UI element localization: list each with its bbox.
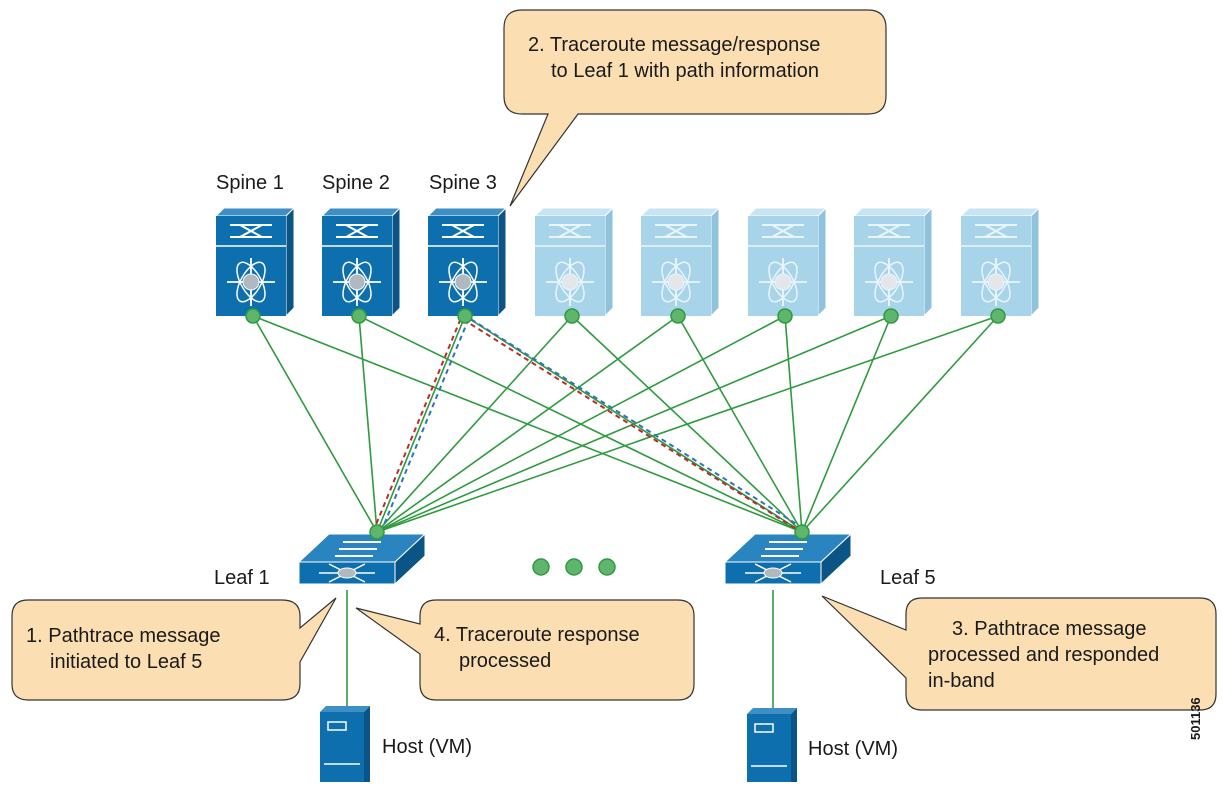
link-spine-2-leaf-1 [358, 315, 378, 533]
spine-1-label: Spine 1 [216, 172, 284, 194]
link-spine-5-leaf-1 [376, 315, 679, 533]
link-spine-1-leaf-1 [252, 315, 378, 533]
callout-step-1-line-1: 1. Pathtrace message [26, 625, 221, 647]
callout-step-1-line-2: initiated to Leaf 5 [50, 651, 203, 673]
spine-1-switch-icon [214, 206, 296, 318]
callout-bubble-step-2 [503, 9, 887, 207]
three-dots-icon [532, 558, 616, 576]
spine-5-switch-icon [639, 206, 721, 318]
leaf-1-switch-icon [297, 532, 427, 586]
trace-path-blue [380, 316, 807, 533]
callout-step-4-line-1: 4. Traceroute response [434, 624, 640, 646]
link-spine-5-leaf-5 [677, 315, 803, 533]
host-2-server-icon [747, 708, 797, 787]
leaf-1-port-dot [369, 524, 385, 540]
callout-bubble-step-4 [355, 599, 695, 701]
link-spine-3-leaf-1 [376, 315, 466, 533]
link-spine-6-leaf-1 [376, 315, 786, 533]
spine-8-port-dot [990, 308, 1006, 324]
link-spine-7-leaf-1 [376, 315, 892, 533]
devices [214, 206, 1041, 787]
spine-2-port-dot [351, 308, 367, 324]
connection-dots [245, 308, 1006, 576]
host-1-server-icon [320, 706, 370, 787]
callout-step-3-line-2: processed and responded [928, 644, 1160, 666]
callout-bubble-step-3 [821, 595, 1217, 711]
spine-4-switch-icon [533, 206, 615, 318]
spine-4-port-dot [564, 308, 580, 324]
spine-7-port-dot [883, 308, 899, 324]
callout-step-2-line-1: 2. Traceroute message/response [528, 34, 821, 56]
spine-7-switch-icon [852, 206, 934, 318]
spine-3-port-dot [457, 308, 473, 324]
spine-2-label: Spine 2 [322, 172, 390, 194]
link-spine-4-leaf-1 [376, 315, 573, 533]
callout-step-1: 1. Pathtrace message initiated to Leaf 5 [26, 623, 221, 675]
callout-bubble-step-1 [11, 597, 337, 701]
callout-step-3: 3. Pathtrace message processed and respo… [928, 616, 1159, 694]
leaf-5-port-dot [794, 524, 810, 540]
spine-5-port-dot [670, 308, 686, 324]
host-2-label: Host (VM) [808, 738, 898, 760]
figure-id: 501136 [1188, 697, 1203, 740]
spine-6-port-dot [777, 308, 793, 324]
spine-8-switch-icon [959, 206, 1041, 318]
callout-step-3-line-3: in-band [928, 670, 995, 692]
link-spine-8-leaf-1 [376, 315, 999, 533]
link-spine-8-leaf-5 [801, 315, 999, 533]
callout-step-2-line-2: to Leaf 1 with path information [551, 60, 819, 82]
leaf-5-label: Leaf 5 [880, 567, 936, 589]
link-spine-7-leaf-5 [801, 315, 892, 533]
host-1-label: Host (VM) [382, 736, 472, 758]
spine-2-switch-icon [320, 206, 402, 318]
trace-path-red [372, 316, 799, 533]
callout-shapes [11, 9, 1217, 711]
spine-3-switch-icon [426, 206, 508, 318]
callout-step-4: 4. Traceroute response processed [434, 622, 640, 674]
leaf-1-label: Leaf 1 [214, 567, 270, 589]
spine-3-label: Spine 3 [429, 172, 497, 194]
spine-1-port-dot [245, 308, 261, 324]
callout-step-2: 2. Traceroute message/response to Leaf 1… [528, 32, 820, 84]
callout-step-4-line-2: processed [459, 650, 552, 672]
leaf-5-switch-icon [723, 532, 853, 586]
link-spine-6-leaf-5 [784, 315, 803, 533]
fabric-links [252, 315, 999, 708]
callout-step-3-line-1: 3. Pathtrace message [952, 618, 1147, 640]
spine-6-switch-icon [746, 206, 828, 318]
